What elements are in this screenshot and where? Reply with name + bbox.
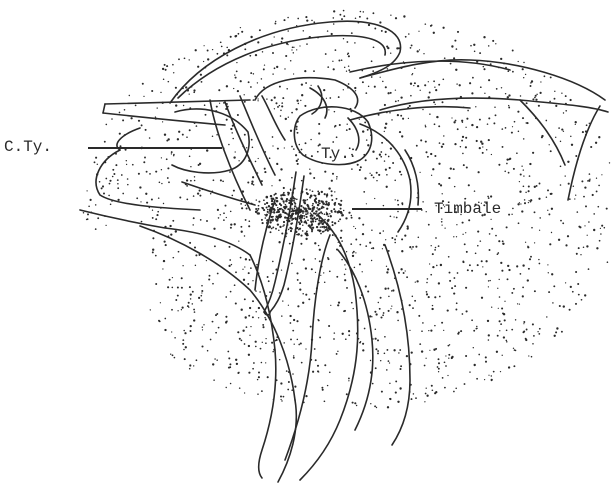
label-c-ty: C.Ty. <box>4 139 52 155</box>
leader-lines <box>88 148 422 209</box>
label-ty: Ty. <box>321 146 350 162</box>
stipple-shading <box>83 10 610 409</box>
outline-strokes <box>80 21 608 482</box>
label-timbale: Timbale <box>434 201 501 217</box>
